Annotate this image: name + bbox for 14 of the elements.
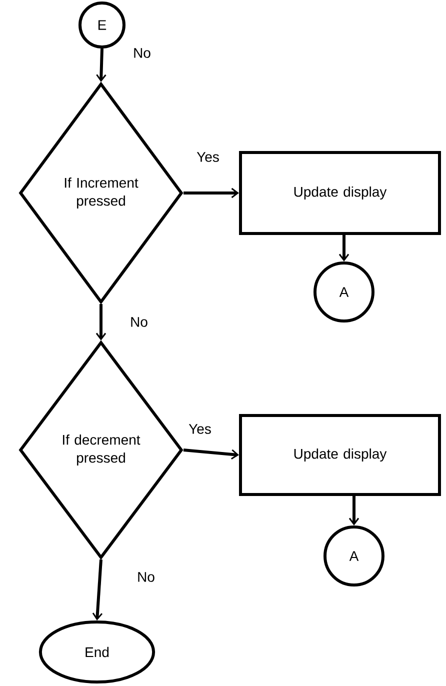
arrow xyxy=(96,48,106,82)
edge-label: No xyxy=(134,48,150,58)
arrow xyxy=(96,304,106,340)
edge-label: Yes xyxy=(188,424,211,434)
arrow xyxy=(348,496,360,526)
process-box: Update display xyxy=(239,414,441,496)
arrow xyxy=(184,188,239,198)
arrow xyxy=(338,235,350,262)
arrow xyxy=(92,559,103,620)
edge-label: No xyxy=(131,317,148,327)
process-box: Update display xyxy=(239,151,441,235)
edge-label: Yes xyxy=(196,152,219,162)
edge-label: No xyxy=(138,572,154,582)
arrow xyxy=(183,448,239,460)
